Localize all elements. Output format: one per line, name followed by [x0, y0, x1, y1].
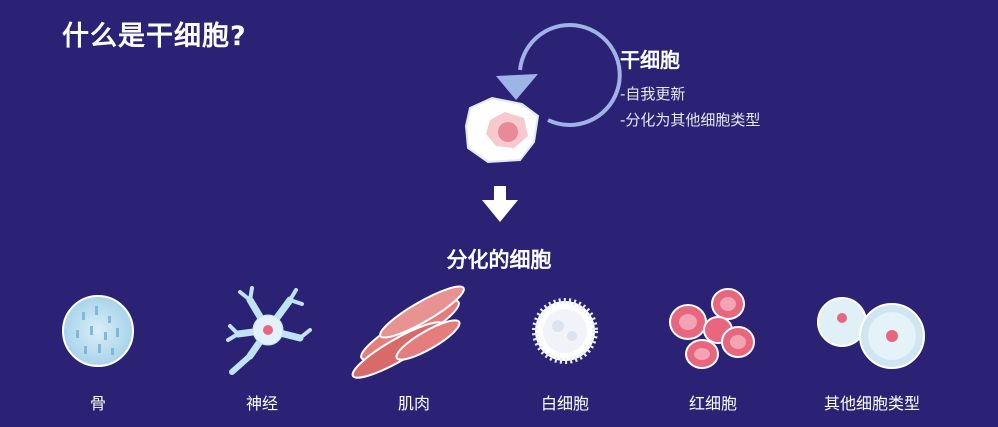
property-differentiation: -分化为其他细胞类型: [620, 111, 761, 129]
bone-cell-icon: [62, 295, 134, 367]
cell-label-red-blood-cell: 红细胞: [688, 394, 738, 413]
red-blood-cell-icon: [669, 288, 755, 369]
page-title: 什么是干细胞?: [62, 21, 247, 52]
nerve-cell-icon: [226, 286, 312, 375]
white-blood-cell-icon: [532, 298, 598, 364]
stem-cell-info: 干细胞 -自我更新 -分化为其他细胞类型: [620, 44, 760, 133]
stem-cell-icon: [464, 96, 540, 164]
cell-label-white-blood-cell: 白细胞: [540, 394, 590, 413]
cell-label-muscle: 肌肉: [397, 394, 431, 413]
cell-label-bone: 骨: [89, 394, 107, 413]
stem-cell-heading: 干细胞: [620, 48, 680, 72]
property-self-renewal: -自我更新: [620, 85, 686, 103]
down-arrow-icon: [482, 186, 518, 222]
other-cell-types-icon: [817, 297, 925, 369]
differentiated-cells-label: 分化的细胞: [446, 248, 552, 272]
self-renewal-arrow-icon: [496, 23, 622, 127]
cell-label-other-cell-types: 其他细胞类型: [823, 394, 921, 413]
muscle-cell-icon: [351, 285, 465, 379]
cell-label-nerve: 神经: [245, 394, 279, 413]
